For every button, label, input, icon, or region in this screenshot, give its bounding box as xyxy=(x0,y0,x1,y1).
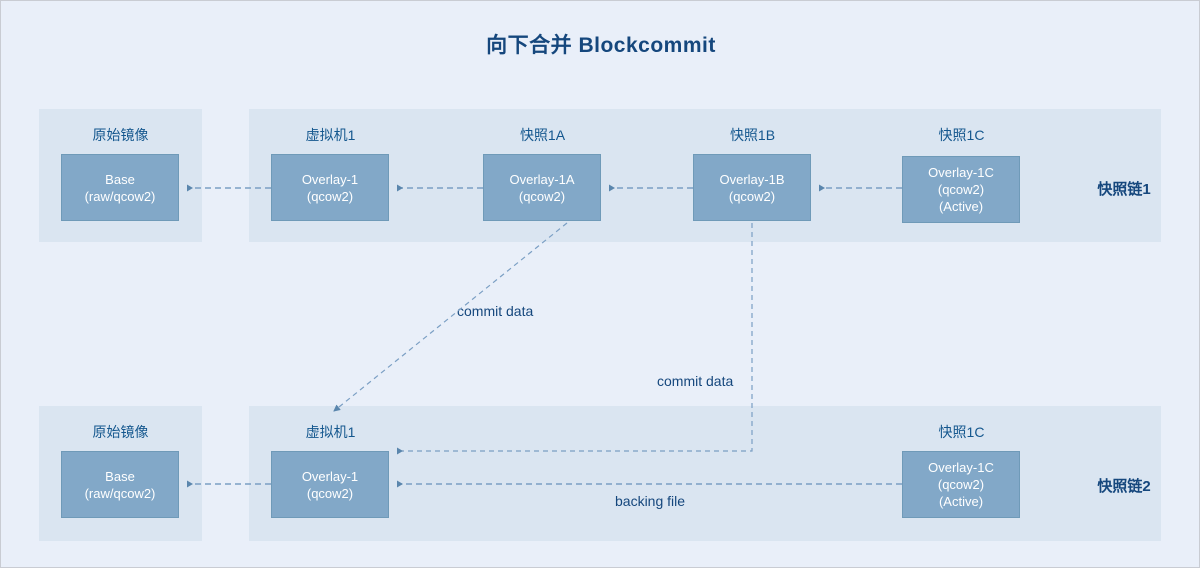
node-base-chain1-line2: (raw/qcow2) xyxy=(84,188,156,204)
caption-chain1-snapshot-1b: 快照1B xyxy=(729,127,776,143)
caption-chain2-vm1: 虚拟机1 xyxy=(305,424,356,440)
node-base-chain1-line1: Base xyxy=(105,171,135,187)
node-overlay-1c-chain1-line3: (Active) xyxy=(938,199,984,214)
node-overlay-1-chain2-line2: (qcow2) xyxy=(306,485,354,501)
node-overlay-1a-line2: (qcow2) xyxy=(518,188,566,204)
node-overlay-1c-chain1-line2: (qcow2) xyxy=(937,182,985,197)
node-base-chain2-line2: (raw/qcow2) xyxy=(84,485,156,501)
node-overlay-1-chain1-line2: (qcow2) xyxy=(306,188,354,204)
caption-chain1-original-image: 原始镜像 xyxy=(92,127,149,143)
edge-label-commit-data-b: commit data xyxy=(657,373,734,389)
edge-label-commit-data-a: commit data xyxy=(457,303,534,319)
node-overlay-1c-chain1-line1: Overlay-1C xyxy=(928,165,994,180)
chain-label-1: 快照链1 xyxy=(1097,181,1151,198)
edge-label-backing-file: backing file xyxy=(615,493,686,509)
node-base-chain2-line1: Base xyxy=(105,468,135,484)
node-overlay-1b-line1: Overlay-1B xyxy=(719,171,785,187)
node-base-chain2[interactable]: Base (raw/qcow2) xyxy=(61,451,179,518)
node-overlay-1c-chain2-line3: (Active) xyxy=(938,494,984,509)
caption-chain1-snapshot-1c: 快照1C xyxy=(938,127,985,143)
node-overlay-1a[interactable]: Overlay-1A (qcow2) xyxy=(483,154,601,221)
caption-chain1-vm1: 虚拟机1 xyxy=(305,127,356,143)
node-base-chain1[interactable]: Base (raw/qcow2) xyxy=(61,154,179,221)
page-title: 向下合并 Blockcommit xyxy=(486,34,716,57)
node-overlay-1c-chain2[interactable]: Overlay-1C (qcow2) (Active) xyxy=(902,451,1020,518)
node-overlay-1-chain2[interactable]: Overlay-1 (qcow2) xyxy=(271,451,389,518)
node-overlay-1c-chain1[interactable]: Overlay-1C (qcow2) (Active) xyxy=(902,156,1020,223)
chain-label-2: 快照链2 xyxy=(1097,478,1151,495)
node-overlay-1b-line2: (qcow2) xyxy=(728,188,776,204)
node-overlay-1b[interactable]: Overlay-1B (qcow2) xyxy=(693,154,811,221)
node-overlay-1-chain1-line1: Overlay-1 xyxy=(301,171,359,187)
caption-chain1-snapshot-1a: 快照1A xyxy=(519,127,566,143)
node-overlay-1-chain2-line1: Overlay-1 xyxy=(301,468,359,484)
caption-chain2-snapshot-1c: 快照1C xyxy=(938,424,985,440)
caption-chain2-original-image: 原始镜像 xyxy=(92,424,149,440)
node-overlay-1-chain1[interactable]: Overlay-1 (qcow2) xyxy=(271,154,389,221)
node-overlay-1c-chain2-line1: Overlay-1C xyxy=(928,460,994,475)
node-overlay-1a-line1: Overlay-1A xyxy=(509,171,575,187)
node-overlay-1c-chain2-line2: (qcow2) xyxy=(937,477,985,492)
